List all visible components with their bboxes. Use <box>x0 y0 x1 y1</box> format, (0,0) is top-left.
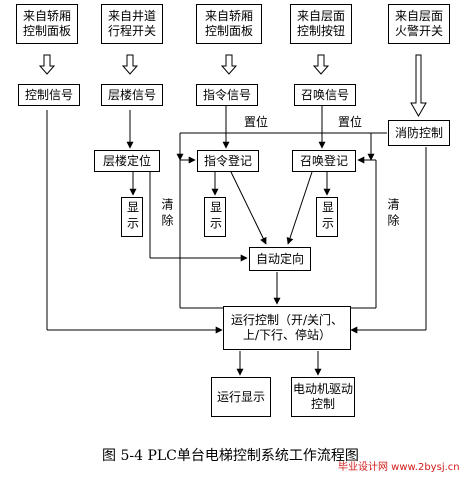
source-3-line1: 来自轿厢 <box>204 9 253 23</box>
source-car-panel-1: 来自轿厢 控制面板 <box>16 4 78 44</box>
motor-drive-control: 电动机驱动 控制 <box>291 377 355 417</box>
display-command: 显示 <box>204 197 226 237</box>
source-2-line1: 来自井道 <box>107 9 156 23</box>
floor-positioning: 层楼定位 <box>94 150 160 172</box>
clear-label-right: 清除 <box>386 198 400 230</box>
reset-label-2: 置位 <box>338 115 363 129</box>
control-signal: 控制信号 <box>18 84 80 106</box>
source-2-line2: 行程开关 <box>107 24 156 38</box>
auto-direction: 自动定向 <box>249 247 311 271</box>
source-floor-buttons: 来自层面 控制按钮 <box>290 4 352 44</box>
source-shaft-switch: 来自井道 行程开关 <box>101 4 163 44</box>
source-5-line2: 火警开关 <box>394 24 443 38</box>
command-register: 指令登记 <box>197 150 259 172</box>
display-call: 显示 <box>316 197 338 237</box>
call-signal: 召唤信号 <box>294 84 356 106</box>
display-positioning: 显示 <box>121 197 143 237</box>
run-control: 运行控制（开/关门、 上/下行、停站） <box>223 306 351 350</box>
motor-drive-line1: 电动机驱动 <box>292 382 353 396</box>
hollow-arrow <box>38 54 427 118</box>
reset-label-1: 置位 <box>244 115 269 129</box>
run-control-line2: 上/下行、停站） <box>242 328 332 342</box>
run-control-line1: 运行控制（开/关门、 <box>230 313 344 327</box>
motor-drive-line2: 控制 <box>310 397 335 411</box>
call-register: 召唤登记 <box>292 150 356 172</box>
source-fire-switch: 来自层面 火警开关 <box>388 4 450 44</box>
figure-caption: 图 5-4 PLC单台电梯控制系统工作流程图 <box>102 448 359 464</box>
source-1-line1: 来自轿厢 <box>22 9 71 23</box>
run-display: 运行显示 <box>211 377 271 417</box>
source-3-line2: 控制面板 <box>204 24 253 38</box>
source-1-line2: 控制面板 <box>22 24 71 38</box>
source-car-panel-2: 来自轿厢 控制面板 <box>196 4 262 44</box>
clear-label-left: 清除 <box>160 198 174 230</box>
source-5-line1: 来自层面 <box>394 9 443 23</box>
fire-control: 消防控制 <box>388 120 450 146</box>
source-4-line2: 控制按钮 <box>296 24 345 38</box>
source-4-line1: 来自层面 <box>296 9 345 23</box>
command-signal: 指令信号 <box>196 84 258 106</box>
floor-signal: 层楼信号 <box>101 84 163 106</box>
watermark: 毕业设计网 www.2bysj.cn <box>338 462 460 473</box>
